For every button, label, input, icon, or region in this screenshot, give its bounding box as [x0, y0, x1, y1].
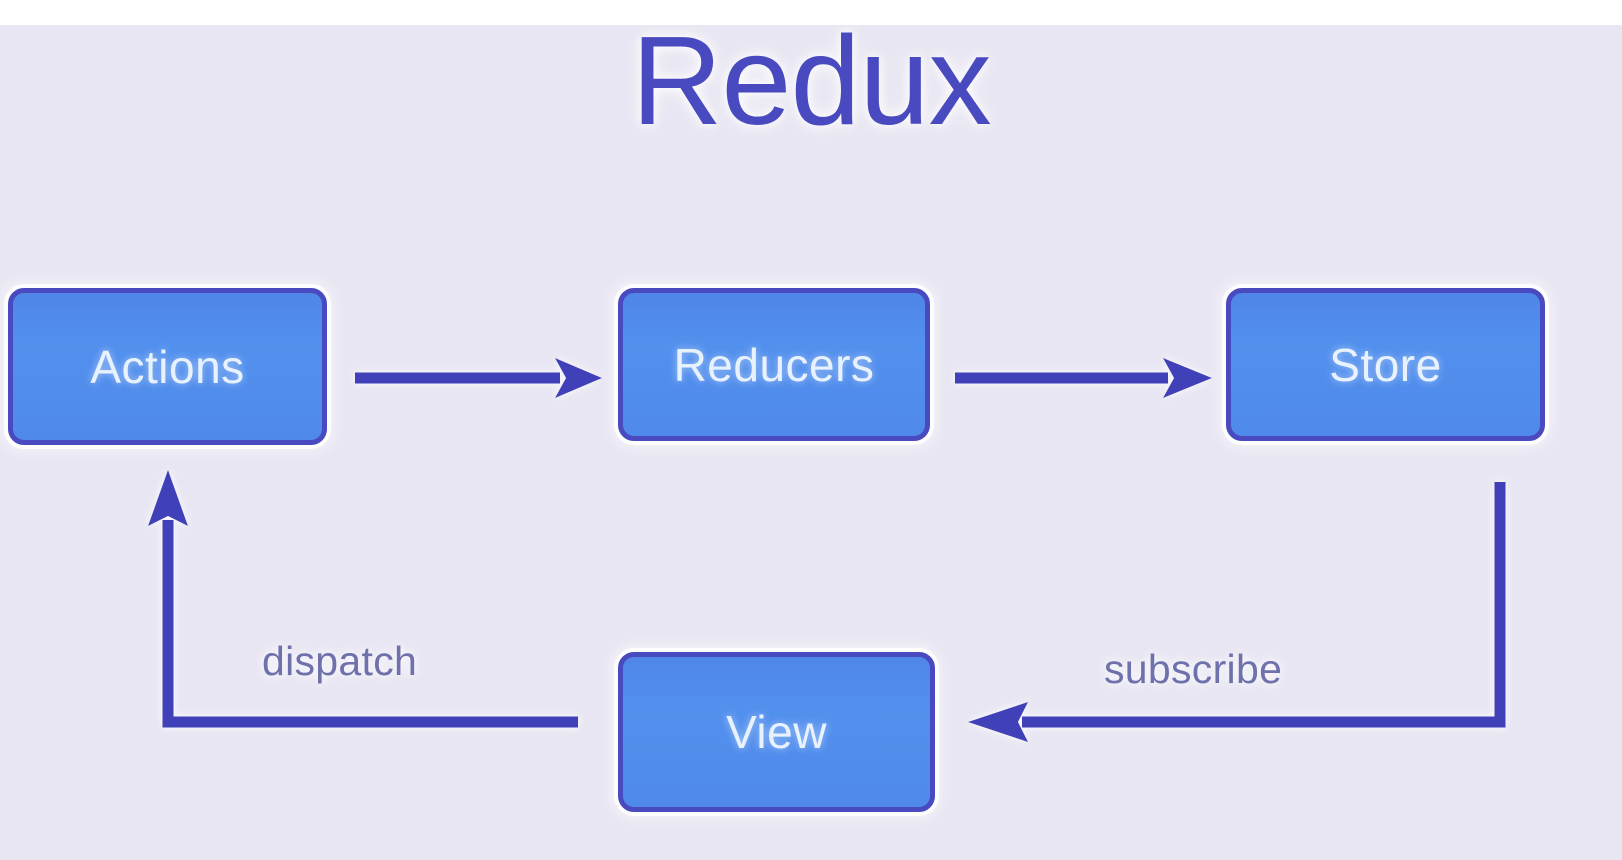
node-actions-label: Actions: [90, 340, 245, 393]
node-view[interactable]: View: [618, 652, 935, 812]
page-title: Redux: [631, 10, 991, 151]
node-store-label: Store: [1329, 338, 1442, 391]
edge-label-subscribe: subscribe: [1104, 646, 1283, 692]
node-reducers-label: Reducers: [673, 338, 875, 391]
edge-label-dispatch: dispatch: [262, 638, 418, 684]
node-store[interactable]: Store: [1226, 288, 1545, 441]
node-view-label: View: [726, 706, 827, 758]
node-reducers[interactable]: Reducers: [618, 288, 930, 441]
node-actions[interactable]: Actions: [8, 288, 327, 445]
